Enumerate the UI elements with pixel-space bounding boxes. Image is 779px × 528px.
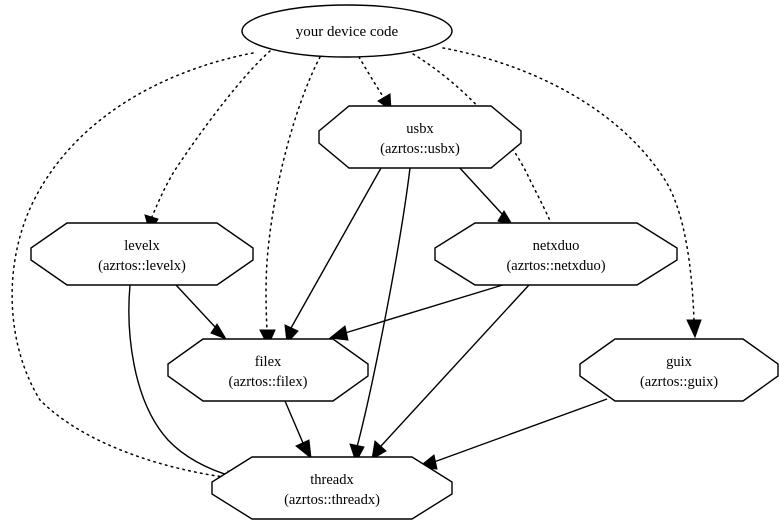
edge-root-to-levelx[interactable]: [144, 50, 271, 235]
edge-guix-to-threadx[interactable]: [417, 398, 608, 470]
edge-root-to-filex[interactable]: [259, 56, 321, 348]
node-levelx[interactable]: levelx (azrtos::levelx): [30, 222, 254, 286]
node-guix[interactable]: guix (azrtos::guix): [579, 338, 779, 402]
node-label-levelx-line2: (azrtos::levelx): [98, 258, 186, 274]
node-label-usbx-line2: (azrtos::usbx): [380, 141, 460, 157]
node-label-netxduo-line1: netxduo: [533, 238, 580, 254]
edge-root-to-guix[interactable]: [442, 47, 702, 339]
edge-netxduo-to-filex[interactable]: [328, 283, 507, 341]
node-label-threadx-line2: (azrtos::threadx): [284, 492, 380, 508]
node-label-netxduo-line2: (azrtos::netxduo): [506, 258, 605, 274]
edge-netxduo-to-threadx[interactable]: [371, 284, 530, 460]
node-label-filex-line2: (azrtos::filex): [229, 374, 308, 390]
node-filex[interactable]: filex (azrtos::filex): [167, 338, 369, 402]
node-label-filex-line1: filex: [255, 354, 282, 370]
edge-usbx-to-filex[interactable]: [284, 167, 382, 345]
node-usbx[interactable]: usbx (azrtos::usbx): [318, 105, 522, 169]
edge-group-solid: [128, 165, 608, 485]
edge-root-to-usbx[interactable]: [358, 56, 392, 111]
node-label-levelx-line1: levelx: [124, 238, 160, 254]
node-netxduo[interactable]: netxduo (azrtos::netxduo): [434, 222, 678, 286]
node-label-threadx-line1: threadx: [310, 472, 354, 488]
node-label-guix-line1: guix: [666, 354, 693, 370]
node-label-guix-line2: (azrtos::guix): [640, 374, 718, 390]
edge-usbx-to-netxduo[interactable]: [457, 165, 515, 227]
edge-filex-to-threadx[interactable]: [284, 400, 312, 460]
node-threadx[interactable]: threadx (azrtos::threadx): [211, 456, 453, 520]
node-label-root-line1: your device code: [296, 24, 399, 40]
edge-usbx-to-threadx[interactable]: [349, 167, 411, 464]
edge-levelx-to-filex[interactable]: [175, 284, 228, 341]
node-your-device-code[interactable]: your device code: [241, 4, 453, 58]
node-label-usbx-line1: usbx: [406, 121, 434, 137]
